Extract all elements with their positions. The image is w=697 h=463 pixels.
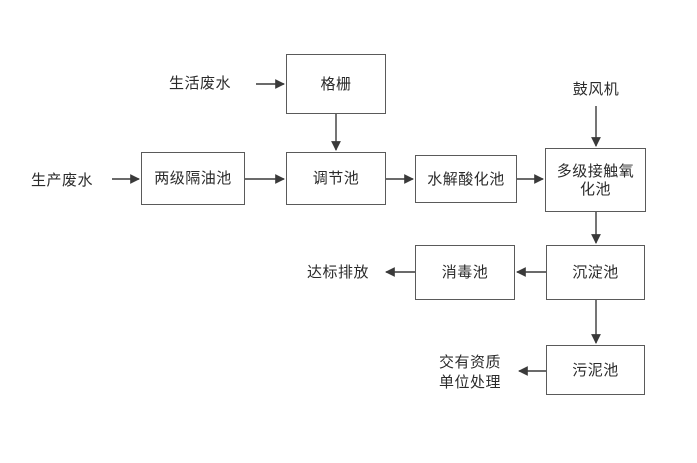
label-production-wastewater: 生产废水: [12, 166, 112, 194]
node-grille-label: 格栅: [320, 74, 352, 93]
node-two-stage-oil-separator[interactable]: 两级隔油池: [141, 152, 245, 205]
label-compliant-discharge-text: 达标排放: [306, 262, 369, 281]
label-blower-text: 鼓风机: [572, 79, 620, 98]
label-compliant-discharge: 达标排放: [296, 258, 380, 286]
node-disinfection-tank-label: 消毒池: [441, 263, 489, 282]
node-grille[interactable]: 格栅: [286, 54, 386, 114]
node-settling-tank[interactable]: 沉淀池: [546, 245, 645, 300]
label-domestic-wastewater: 生活废水: [150, 69, 250, 97]
node-settling-tank-label: 沉淀池: [572, 263, 619, 282]
node-hydrolysis-acidification-tank-label: 水解酸化池: [427, 169, 505, 188]
node-hydrolysis-acidification-tank[interactable]: 水解酸化池: [415, 155, 517, 203]
label-blower: 鼓风机: [552, 75, 640, 103]
node-sludge-tank-label: 污泥池: [572, 360, 619, 379]
label-qualified-unit-treatment: 交有资质 单位处理: [424, 348, 516, 396]
node-two-stage-oil-separator-label: 两级隔油池: [154, 169, 232, 188]
node-adjustment-tank[interactable]: 调节池: [286, 152, 386, 205]
node-disinfection-tank[interactable]: 消毒池: [415, 245, 515, 300]
node-multistage-contact-oxidation-tank-label: 多级接触氧 化池: [556, 161, 635, 198]
label-domestic-wastewater-text: 生活废水: [168, 73, 231, 92]
node-adjustment-tank-label: 调节池: [312, 169, 360, 188]
label-qualified-unit-treatment-text: 交有资质 单位处理: [438, 352, 501, 391]
node-multistage-contact-oxidation-tank[interactable]: 多级接触氧 化池: [545, 148, 646, 212]
node-sludge-tank[interactable]: 污泥池: [546, 345, 645, 395]
label-production-wastewater-text: 生产废水: [30, 170, 93, 189]
